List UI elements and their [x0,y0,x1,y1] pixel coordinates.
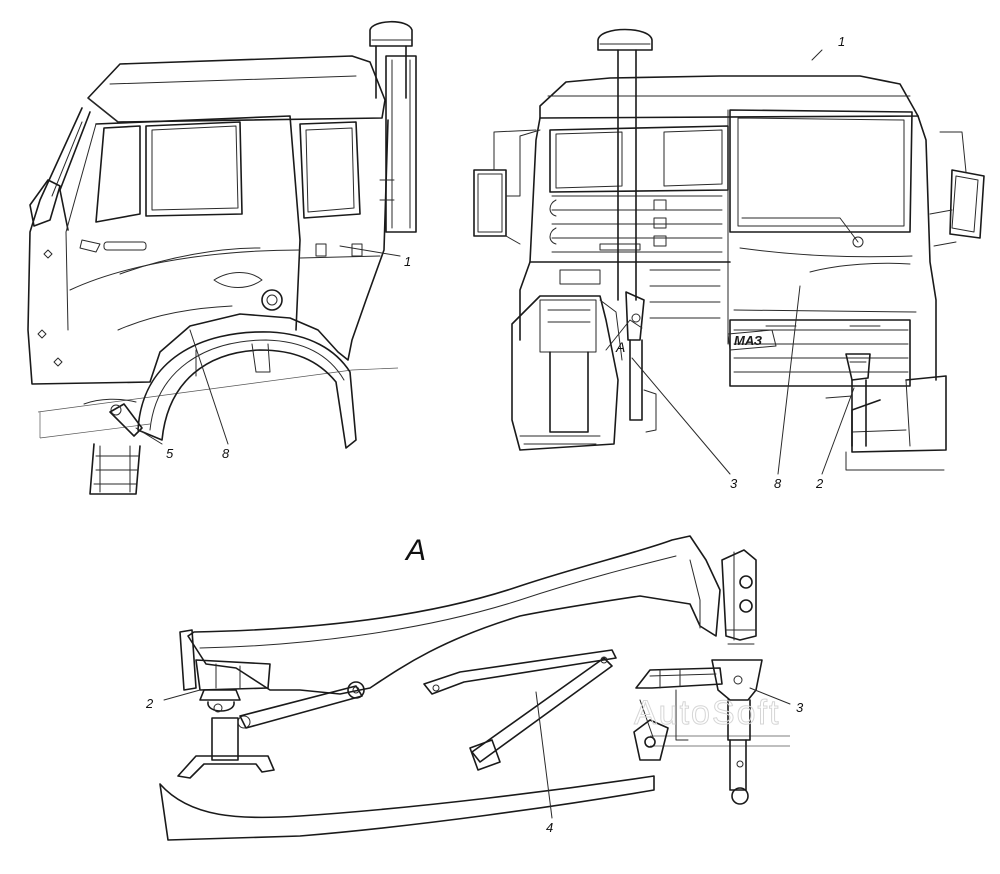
callout-front-2: 2 [815,476,824,491]
callout-side-8: 8 [222,446,230,461]
callout-front-1: 1 [838,34,845,49]
callout-side-5: 5 [166,446,174,461]
detail-view-title: A [404,534,426,567]
callout-detail-2: 2 [145,696,154,711]
callout-front-3: 3 [730,476,738,491]
callout-front-8: 8 [774,476,782,491]
callout-detail-4: 4 [546,820,553,835]
maz-badge: МАЗ [734,333,763,348]
watermark: AutoSoft [634,694,780,732]
callout-detail-3: 3 [796,700,804,715]
detail-a-assembly: AutoSoft [159,535,791,841]
cab-side-view [27,20,417,495]
front-view-marker: A [615,339,625,355]
cab-front-view: МАЗ [473,28,985,475]
callout-side-1: 1 [404,254,411,269]
